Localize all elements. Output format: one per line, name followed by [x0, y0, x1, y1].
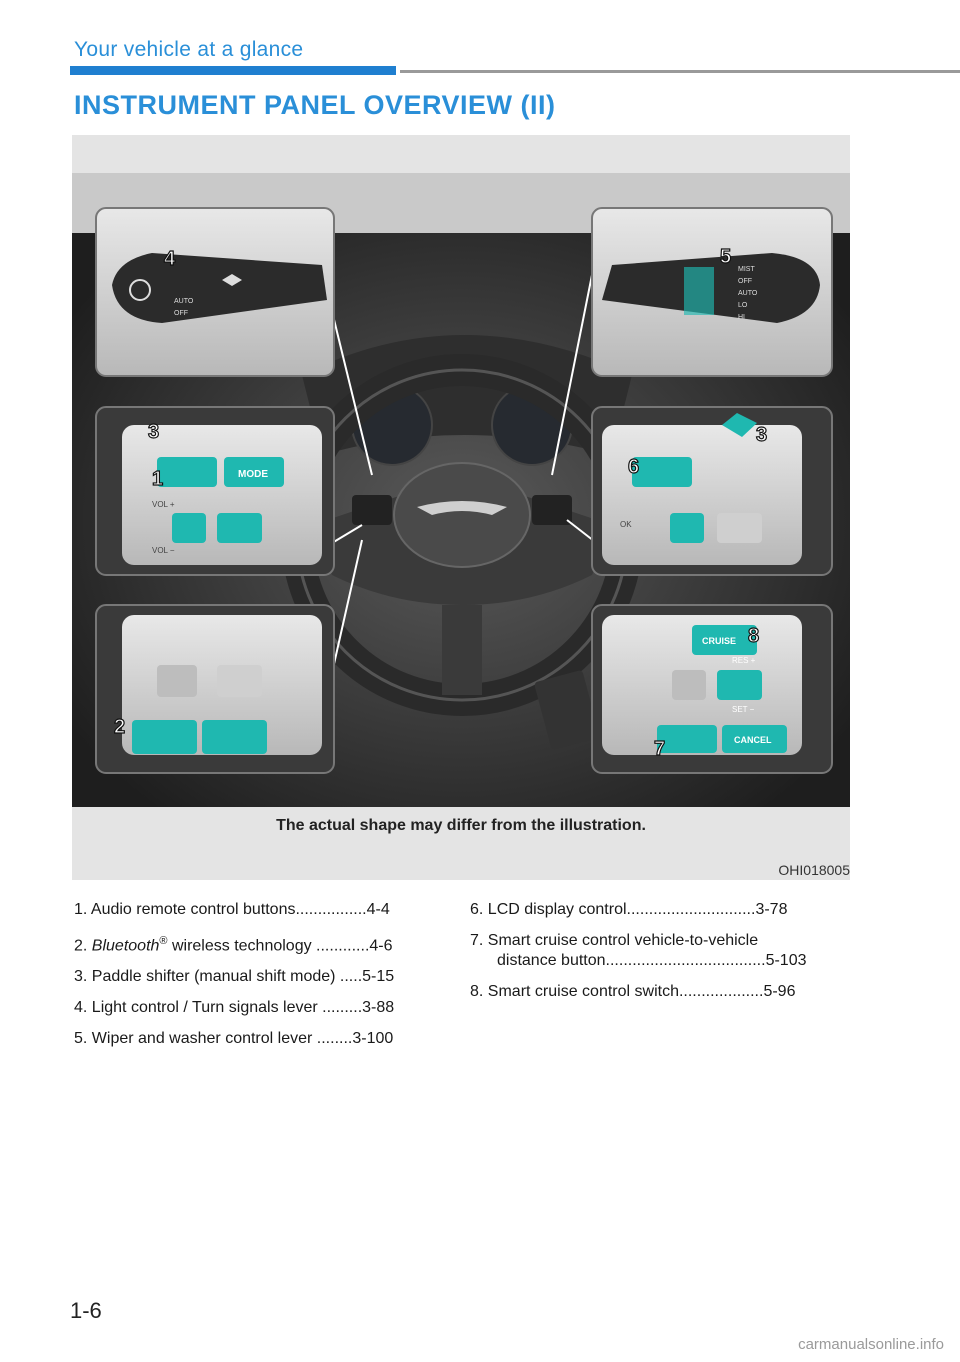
svg-text:VOL −: VOL − [152, 546, 175, 555]
list-item: 8. Smart cruise control switch..........… [470, 983, 796, 1000]
svg-text:MODE: MODE [238, 469, 268, 480]
header-rule [400, 70, 960, 73]
svg-text:OFF: OFF [738, 278, 752, 285]
list-item: 1. Audio remote control buttons.........… [74, 901, 390, 918]
svg-text:OK: OK [620, 520, 632, 529]
callout-4: 4 [164, 248, 176, 270]
svg-text:MIST: MIST [738, 266, 755, 273]
svg-text:AUTO: AUTO [174, 298, 194, 305]
svg-text:SET −: SET − [732, 705, 755, 714]
svg-text:AUTO: AUTO [738, 290, 758, 297]
list-item: 6. LCD display control..................… [470, 901, 788, 918]
instrument-panel-illustration: AUTO OFF MIST OFF AUTO LO HI MODE VOL + … [72, 135, 850, 880]
callout-8: 8 [748, 625, 759, 647]
figure-code: OHI018005 [778, 862, 850, 878]
callout-1: 1 [152, 468, 163, 490]
list-item: 7. Smart cruise control vehicle-to-vehic… [470, 932, 807, 969]
section-header: Your vehicle at a glance [74, 38, 304, 61]
item-list-left: 1. Audio remote control buttons.........… [74, 900, 444, 1060]
list-item: 5. Wiper and washer control lever ......… [74, 1030, 394, 1048]
svg-text:OFF: OFF [174, 310, 188, 317]
list-item: 3. Paddle shifter (manual shift mode) ..… [74, 968, 395, 986]
list-item: 2. Bluetooth® wireless technology ......… [74, 935, 393, 955]
header-bar [70, 66, 396, 75]
svg-text:CANCEL: CANCEL [734, 735, 772, 745]
callout-2: 2 [114, 716, 125, 738]
page-title: INSTRUMENT PANEL OVERVIEW (II) [74, 90, 556, 120]
svg-text:RES +: RES + [732, 656, 756, 665]
callout-3-right: 3 [756, 424, 767, 446]
list-item: 4. Light control / Turn signals lever ..… [74, 999, 395, 1017]
callout-6: 6 [628, 456, 639, 478]
figure-caption: The actual shape may differ from the ill… [276, 817, 646, 834]
svg-text:CRUISE: CRUISE [702, 636, 736, 646]
callout-7: 7 [654, 738, 665, 760]
callout-3-left: 3 [148, 421, 159, 443]
item-list-right: 6. LCD display control..................… [470, 900, 850, 1013]
callout-5: 5 [720, 246, 731, 268]
svg-text:VOL +: VOL + [152, 500, 175, 509]
svg-text:HI: HI [738, 314, 745, 321]
page-number: 1-6 [70, 1298, 102, 1323]
svg-text:LO: LO [738, 302, 748, 309]
watermark: carmanualsonline.info [798, 1336, 944, 1353]
